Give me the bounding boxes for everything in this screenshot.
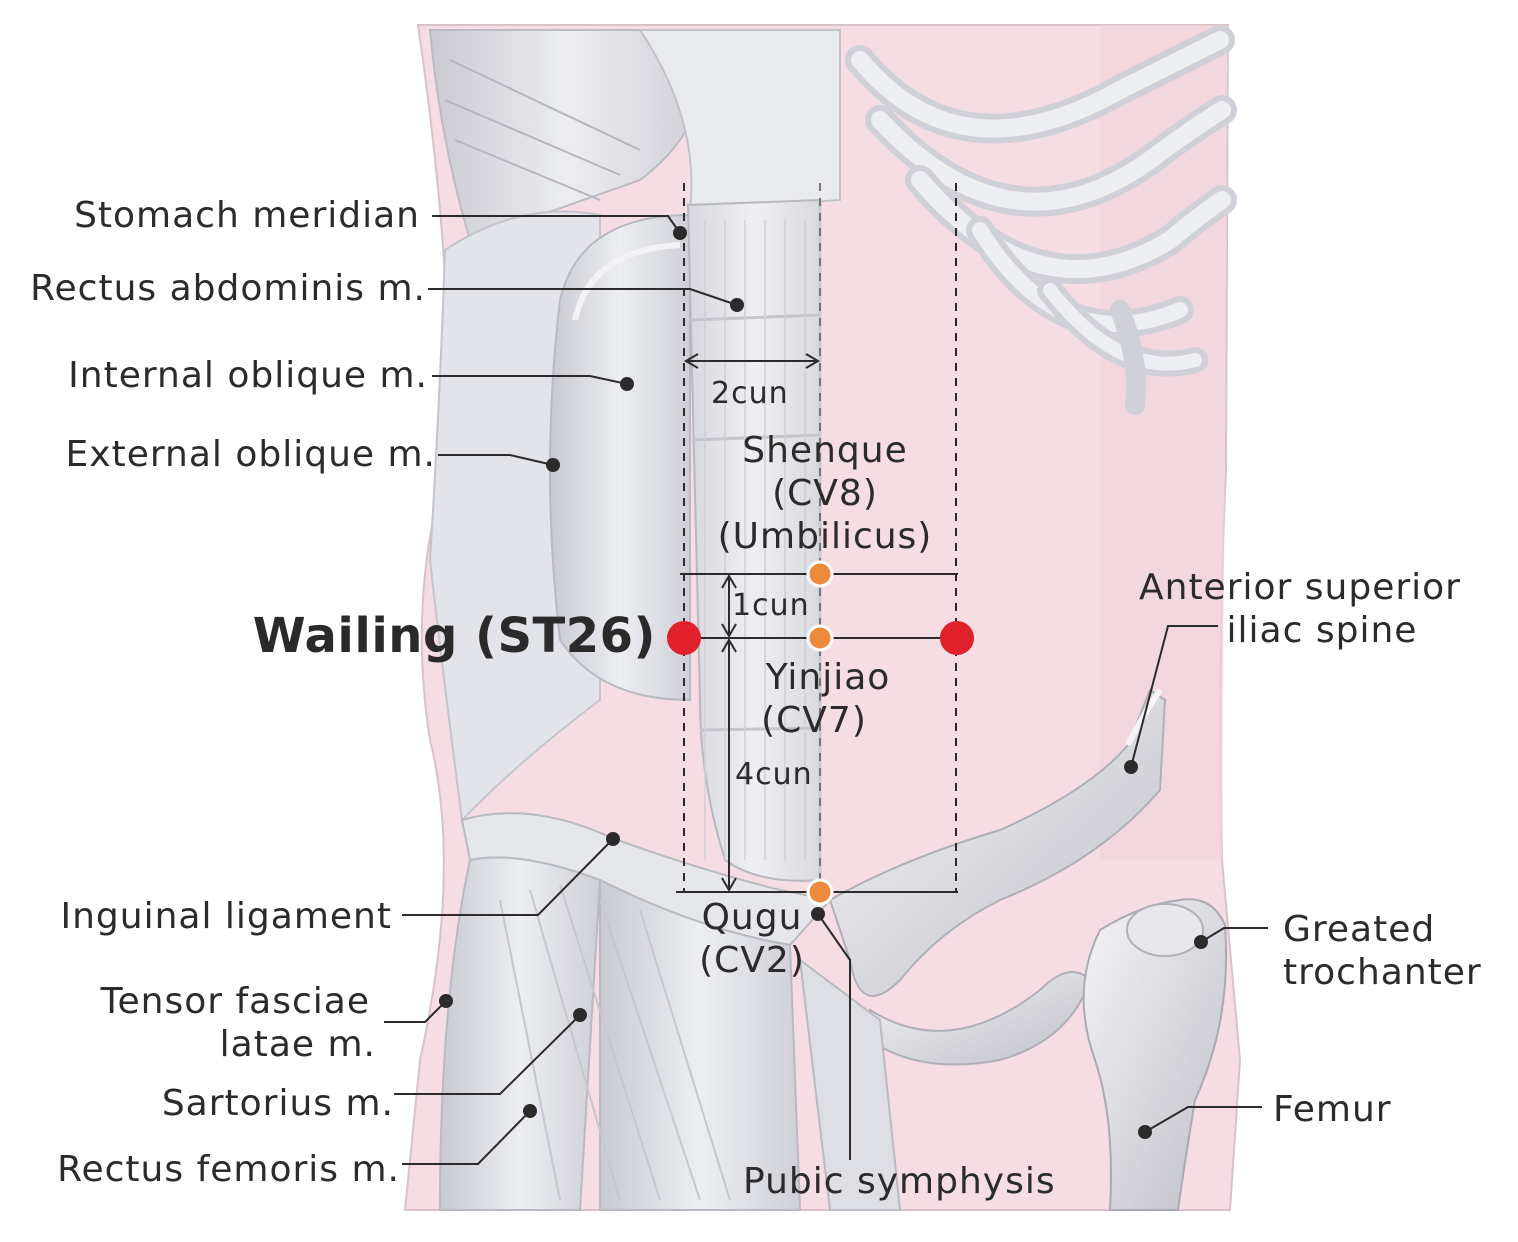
leader-rectus-femoris — [402, 1110, 531, 1165]
wailing-points — [667, 621, 974, 655]
label-asis-line1: Anterior superior — [1139, 567, 1461, 608]
label-stomach-meridian: Stomach meridian — [74, 195, 420, 236]
label-tensor-fasciae-line1: Tensor fasciae — [100, 981, 370, 1022]
reference-acupoints — [806, 560, 834, 906]
dot-stomach-meridian — [673, 226, 687, 240]
yinjiao-point — [806, 624, 834, 652]
wailing-point-right — [940, 621, 974, 655]
femur-bone — [1082, 898, 1228, 1211]
dot-rectus-abdominis — [730, 298, 744, 312]
leader-dots — [439, 226, 1208, 1139]
label-internal-oblique: Internal oblique m. — [68, 355, 428, 396]
pelvis — [828, 688, 1167, 1066]
dot-external-oblique — [546, 458, 560, 472]
leader-pubic-symphysis — [817, 913, 851, 1160]
label-yinjiao-name: Yinjiao — [765, 657, 891, 698]
dot-pubic-symphysis — [811, 907, 825, 921]
label-1cun: 1cun — [732, 588, 810, 623]
thigh-muscles — [438, 856, 902, 1211]
label-sartorius: Sartorius m. — [161, 1083, 394, 1124]
dot-rectus-femoris — [523, 1104, 537, 1118]
rib-cage — [845, 25, 1237, 415]
wailing-point-left — [667, 621, 701, 655]
leader-lines — [384, 215, 1268, 1165]
label-2cun: 2cun — [711, 376, 789, 411]
label-rectus-abdominis: Rectus abdominis m. — [30, 268, 426, 309]
label-qugu-code: (CV2) — [699, 940, 805, 981]
label-inguinal-ligament: Inguinal ligament — [60, 896, 392, 937]
label-greater-trochanter-line1: Greated — [1283, 909, 1436, 950]
label-external-oblique: External oblique m. — [65, 434, 436, 475]
label-pubic-symphysis: Pubic symphysis — [743, 1161, 1056, 1202]
label-rectus-femoris: Rectus femoris m. — [57, 1149, 400, 1190]
rectus-abdominis — [686, 198, 821, 882]
label-tensor-fasciae-line2: latae m. — [219, 1024, 376, 1065]
label-yinjiao-code: (CV7) — [761, 700, 867, 741]
dot-inguinal-ligament — [606, 832, 620, 846]
label-greater-trochanter-line2: trochanter — [1283, 952, 1482, 993]
label-asis-line2: iliac spine — [1226, 610, 1418, 651]
label-shenque-code: (CV8) — [772, 473, 878, 514]
dot-internal-oblique — [620, 377, 634, 391]
leader-rectus-abdominis — [428, 288, 738, 306]
internal-oblique — [549, 213, 691, 702]
dot-tensor-fasciae — [439, 994, 453, 1008]
label-wailing-st26: Wailing (ST26) — [252, 608, 656, 664]
leader-internal-oblique — [432, 375, 628, 385]
leader-sartorius — [394, 1014, 581, 1095]
dot-femur — [1138, 1125, 1152, 1139]
leader-femur — [1144, 1106, 1262, 1133]
leader-asis — [1130, 625, 1218, 768]
label-qugu-name: Qugu — [701, 897, 803, 938]
label-femur: Femur — [1273, 1089, 1392, 1130]
dot-greater-trochanter — [1194, 935, 1208, 949]
leader-inguinal-ligament — [402, 838, 614, 916]
leader-greater-trochanter — [1200, 927, 1268, 943]
qugu-point — [806, 878, 834, 906]
leader-tensor-fasciae — [384, 1000, 447, 1023]
label-shenque-name: Shenque — [742, 430, 908, 471]
shenque-point — [806, 560, 834, 588]
leader-external-oblique — [438, 454, 554, 466]
meridian-dashed-lines — [683, 183, 957, 892]
label-shenque-umbilicus: (Umbilicus) — [717, 516, 933, 557]
dot-sartorius — [573, 1008, 587, 1022]
label-4cun: 4cun — [735, 757, 813, 792]
dot-asis — [1124, 760, 1138, 774]
measurement-arrows — [684, 353, 820, 892]
